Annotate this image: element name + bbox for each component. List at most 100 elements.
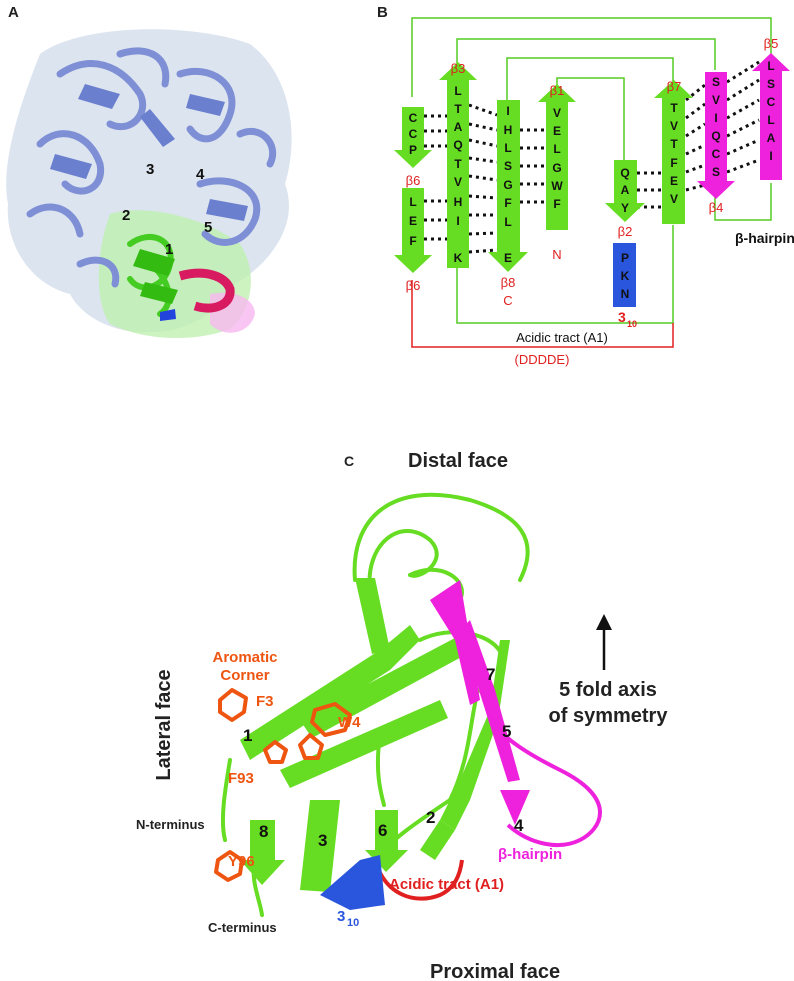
helix-3-10-box — [613, 243, 636, 307]
residue-letter: A — [621, 183, 630, 197]
strand-b8 — [488, 100, 528, 272]
residue-letter: E — [670, 174, 678, 188]
terminus-c-label: C — [503, 293, 512, 308]
residue-letter: H — [504, 123, 513, 137]
residue-letter: F — [409, 234, 416, 248]
residue-letter: Q — [620, 166, 629, 180]
residue-letter: T — [454, 102, 462, 116]
aromatic-corner-line2: Corner — [220, 667, 269, 684]
helix-label-sub: 10 — [627, 319, 637, 329]
strand-number-3: 3 — [318, 831, 327, 850]
strand-b2 — [605, 160, 645, 222]
protomer-label-2: 2 — [122, 207, 130, 224]
residue-letter: F — [553, 197, 560, 211]
residue-letter: H — [454, 195, 463, 209]
c-terminus-label: C-terminus — [208, 920, 277, 935]
strand-b6-lower — [394, 188, 432, 273]
strand-label-b6-lower: β6 — [406, 278, 421, 293]
protomer-label-5: 5 — [204, 219, 212, 236]
residue-letter: S — [712, 165, 720, 179]
strand-b4 — [697, 72, 735, 199]
aromatic-corner-line1: Aromatic — [212, 649, 277, 666]
residue-letter: A — [767, 131, 776, 145]
residue-letter: L — [504, 215, 511, 229]
strand-label-b4: β4 — [709, 200, 724, 215]
strand-number-5: 5 — [502, 722, 511, 741]
protomer-label-4: 4 — [196, 166, 205, 183]
helix-label-main: 3 — [618, 309, 626, 325]
protomer-label-1: 1 — [165, 241, 173, 258]
residue-letter: W — [551, 179, 563, 193]
residue-y96-label: Y96 — [228, 853, 255, 870]
strand-b6-upper — [394, 107, 432, 168]
residue-letter: L — [504, 141, 511, 155]
residue-letter: V — [670, 192, 678, 206]
strand-b7 — [654, 80, 693, 224]
residue-f3-label: F3 — [256, 693, 274, 710]
strand-label-b5: β5 — [764, 36, 779, 51]
strand-label-b3: β3 — [451, 61, 466, 76]
panel-b-letter: B — [377, 4, 388, 21]
residue-letter: E — [504, 251, 512, 265]
strand-label-b7: β7 — [667, 79, 682, 94]
residue-f93-label: F93 — [228, 770, 254, 787]
residue-letter: L — [767, 113, 774, 127]
terminus-n-label: N — [552, 247, 561, 262]
residue-letter: N — [621, 287, 630, 301]
residue-letter: Q — [711, 129, 720, 143]
residue-letter: F — [504, 196, 511, 210]
residue-letter: C — [409, 127, 418, 141]
residue-letter: V — [454, 175, 462, 189]
acidic-seq-label: (DDDDE) — [515, 352, 570, 367]
residue-letter: C — [767, 95, 776, 109]
strand-number-4: 4 — [514, 816, 524, 835]
residue-letter: I — [456, 214, 459, 228]
residue-letter: K — [454, 251, 463, 265]
strand-label-b6-upper: β6 — [406, 173, 421, 188]
panel-c-letter: C — [344, 453, 354, 469]
c-helix-label-main: 3 — [337, 908, 345, 925]
c-acidic-tract-label: Acidic tract (A1) — [389, 876, 504, 893]
residue-letter: F — [670, 156, 677, 170]
residue-letter: S — [767, 77, 775, 91]
residue-letter: G — [503, 178, 512, 192]
residue-letter: E — [409, 214, 417, 228]
residue-letter: I — [506, 104, 509, 118]
strand-b5 — [752, 53, 790, 180]
residue-letter: L — [454, 84, 461, 98]
protomer-label-3: 3 — [146, 161, 154, 178]
axis-label-line1: 5 fold axis — [559, 679, 657, 701]
residue-letter: E — [553, 124, 561, 138]
residue-letter: V — [553, 106, 561, 120]
b-hairpin-label: β-hairpin — [735, 230, 794, 246]
residue-letter: A — [454, 120, 463, 134]
axis-label-line2: of symmetry — [549, 705, 669, 727]
residue-letter: S — [712, 75, 720, 89]
strand-label-b1: β1 — [550, 83, 565, 98]
residue-letter: T — [454, 157, 462, 171]
residue-letter: L — [409, 195, 416, 209]
residue-letter: S — [504, 159, 512, 173]
symmetry-axis-arrow — [596, 614, 612, 670]
residue-letter: T — [670, 137, 678, 151]
residue-letter: G — [552, 161, 561, 175]
strand-label-b8: β8 — [501, 275, 516, 290]
residue-letter: L — [553, 142, 560, 156]
strand-b1 — [538, 84, 576, 230]
residue-letter: I — [769, 149, 772, 163]
strand-label-b2: β2 — [618, 224, 633, 239]
strand-number-2: 2 — [426, 808, 435, 827]
strand-b3 — [439, 62, 477, 268]
residue-letter: L — [767, 59, 774, 73]
residue-w4-label: W4 — [338, 714, 361, 731]
proximal-face-label: Proximal face — [430, 961, 560, 981]
pentamer-structure-image: 1 2 3 4 5 — [6, 29, 292, 339]
strand-number-6: 6 — [378, 821, 387, 840]
n-terminus-label: N-terminus — [136, 817, 205, 832]
residue-letter: V — [670, 119, 678, 133]
residue-letter: K — [621, 269, 630, 283]
acidic-tract-label: Acidic tract (A1) — [516, 330, 608, 345]
ribbon-structure-c: C Distal face Proximal face Lateral face… — [136, 450, 669, 981]
lateral-face-label: Lateral face — [153, 669, 175, 780]
residue-letter: Q — [453, 138, 462, 152]
